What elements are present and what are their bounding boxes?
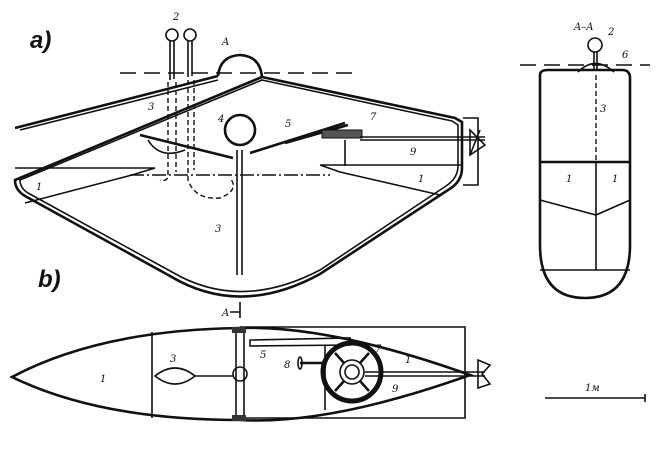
callout-6: 6: [622, 50, 629, 61]
plan-crossbar: [235, 330, 245, 418]
scale-label: 1м: [585, 383, 600, 394]
scale-bar: 1м: [545, 383, 646, 402]
tank-lines: [15, 164, 462, 204]
plan-propeller: [477, 358, 492, 390]
hull-inner: [19, 79, 459, 293]
post-3: [236, 150, 243, 275]
section-title: A–A: [573, 22, 593, 33]
hull-outline: [13, 74, 464, 298]
callout-1-plan-right: 1: [405, 355, 411, 366]
callout-1-plan: 1: [100, 374, 106, 385]
plan-lever: [249, 337, 351, 347]
view-label-b: b): [38, 266, 61, 293]
callout-1-section-left: 1: [566, 174, 572, 185]
hatch-ring-4: [223, 113, 257, 147]
section-hull: [538, 68, 632, 300]
callout-9: 9: [410, 147, 417, 158]
callout-3-section: 3: [600, 104, 606, 115]
plan-view: b) A 1 3 5 8 7 1 9: [9, 266, 492, 422]
periscope-2: [159, 28, 234, 199]
callout-9-plan: 9: [392, 384, 399, 395]
seat: [147, 139, 186, 155]
dome: [216, 53, 264, 78]
callout-3-post: 3: [215, 224, 221, 235]
section-mark-top: A: [221, 37, 229, 48]
callout-5: 5: [285, 119, 291, 130]
callout-5-plan: 5: [260, 350, 266, 361]
callout-1-section-right: 1: [612, 174, 618, 185]
section-mark-bottom: A: [221, 308, 229, 319]
side-view: a) 2 A 3 4 5 7 9 1 1 3: [13, 12, 487, 298]
lever-5: [284, 123, 349, 145]
callout-3-plan: 3: [170, 354, 176, 365]
callout-7: 7: [370, 112, 377, 123]
callout-1-right: 1: [418, 174, 424, 185]
callout-2-section: 2: [607, 27, 614, 38]
shaft-9: [344, 136, 485, 166]
callout-1-left: 1: [36, 182, 42, 193]
plan-hull: [9, 326, 474, 422]
propeller: [463, 117, 487, 186]
section-view: A–A 2 6 3 1 1: [520, 22, 650, 300]
callout-8: 8: [284, 360, 290, 371]
callout-4: 4: [217, 114, 224, 125]
callout-7-plan: 7: [375, 344, 382, 355]
spring-7: [321, 129, 363, 139]
deck-plate: [139, 121, 346, 160]
view-label-a: a): [30, 27, 51, 54]
callout-3: 3: [148, 102, 154, 113]
plan-seat: [153, 367, 233, 385]
callout-2: 2: [172, 12, 179, 23]
plan-shaft: [365, 371, 485, 377]
